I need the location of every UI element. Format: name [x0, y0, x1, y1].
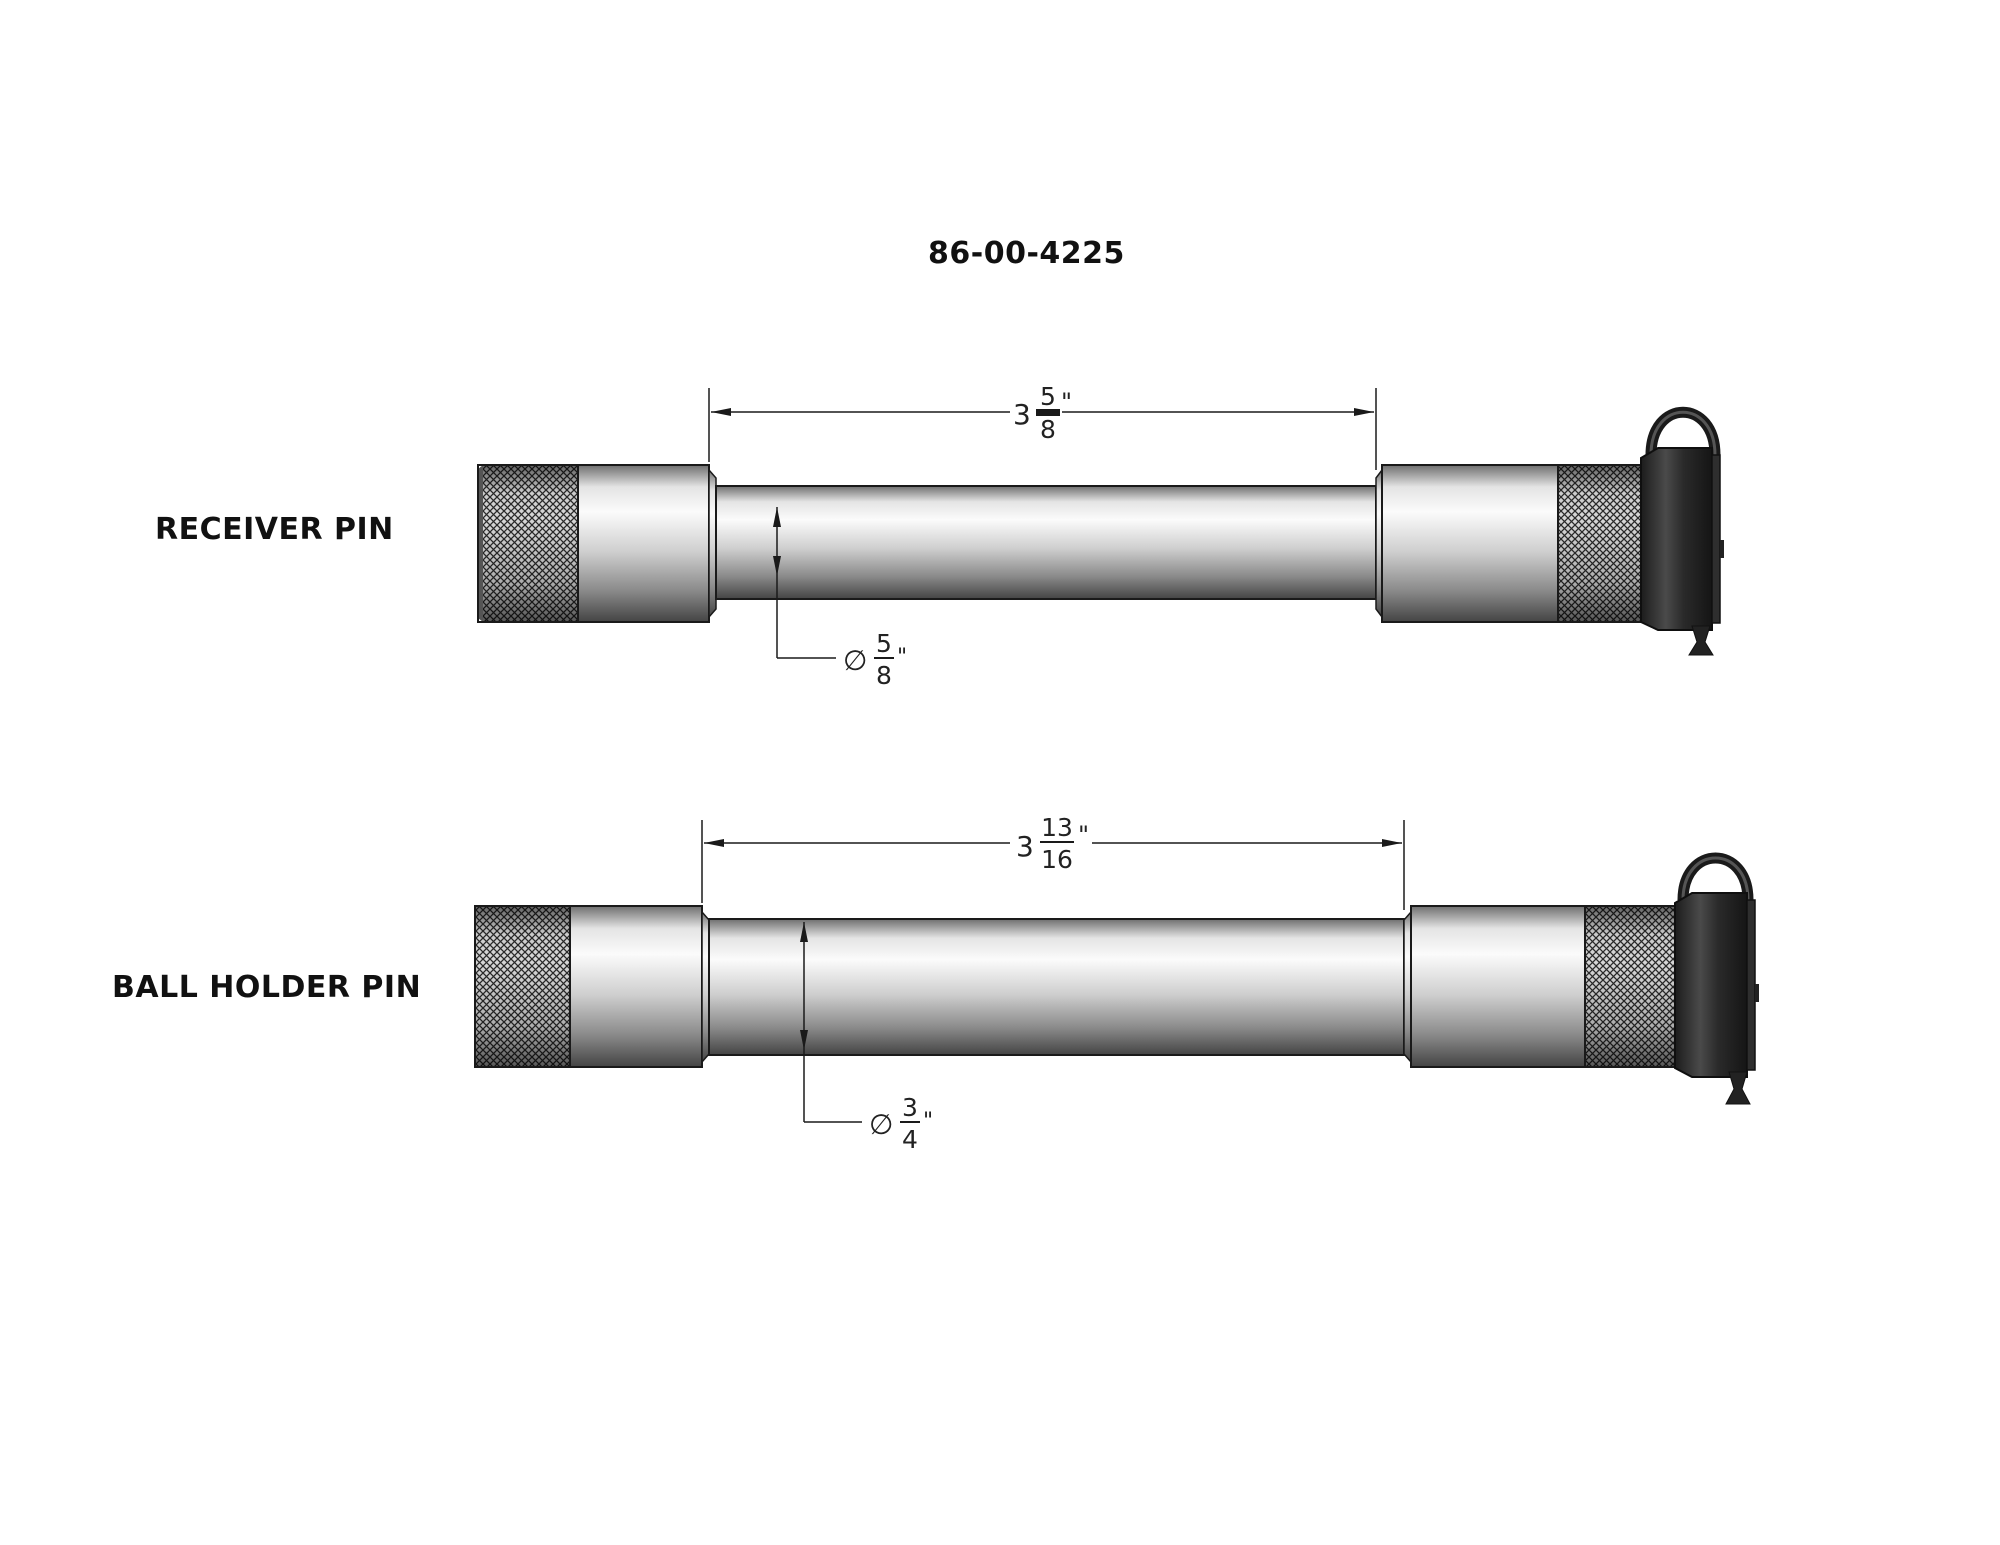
ball-holder-pin-left-knurl	[474, 905, 571, 1068]
receiver-pin-shaft	[715, 485, 1377, 600]
receiver-pin-right-collar	[1381, 464, 1559, 623]
ball-holder-pin-shaft	[708, 918, 1405, 1056]
ball-holder-pin-right-knurl	[1584, 905, 1676, 1068]
receiver-pin-diameter-numerator: 5	[876, 629, 892, 658]
ball-holder-pin-diameter-numerator: 3	[902, 1093, 918, 1122]
receiver-pin: 3 5 8 " ∅ 5 8 "	[477, 382, 1724, 690]
receiver-pin-length-whole: 3	[1013, 398, 1031, 431]
ball-holder-pin-length-whole: 3	[1016, 830, 1034, 863]
receiver-pin-diameter-dimension: ∅ 5 8 "	[773, 507, 907, 690]
receiver-pin-length-numerator: 5	[1040, 382, 1056, 411]
receiver-pin-length-inch-mark: "	[1061, 388, 1072, 416]
ball-holder-pin-right-collar	[1410, 905, 1586, 1068]
ball-holder-pin-length-dimension: 3 13 16 "	[701, 813, 1405, 910]
ball-holder-pin-diameter-inch-mark: "	[923, 1109, 933, 1134]
ball-holder-pin-length-denominator: 16	[1041, 845, 1073, 874]
receiver-pin-length-dimension: 3 5 8 "	[708, 382, 1377, 470]
ball-holder-pin-diameter-denominator: 4	[902, 1125, 918, 1154]
ball-holder-pin-lynch-clip	[1674, 852, 1759, 1105]
ball-holder-pin-diameter-symbol: ∅	[869, 1108, 893, 1141]
receiver-pin-lynch-clip	[1640, 406, 1724, 656]
part-number: 86-00-4225	[928, 236, 1125, 271]
receiver-pin-right-knurl	[1557, 464, 1642, 623]
ball-holder-pin-diameter-dimension: ∅ 3 4 "	[800, 922, 933, 1154]
ball-holder-pin-label: BALL HOLDER PIN	[112, 970, 422, 1005]
ball-holder-pin: 3 13 16 " ∅ 3 4 "	[474, 813, 1759, 1154]
receiver-pin-left-knurl	[477, 464, 579, 623]
receiver-pin-label: RECEIVER PIN	[155, 512, 394, 547]
ball-holder-pin-length-numerator: 13	[1041, 813, 1073, 842]
receiver-pin-length-denominator: 8	[1040, 415, 1056, 444]
ball-holder-pin-length-inch-mark: "	[1078, 821, 1089, 849]
receiver-pin-diameter-inch-mark: "	[897, 645, 907, 670]
ball-holder-pin-left-collar	[569, 905, 703, 1068]
receiver-pin-diameter-symbol: ∅	[843, 644, 867, 677]
receiver-pin-left-collar	[577, 464, 710, 623]
receiver-pin-diameter-denominator: 8	[876, 661, 892, 690]
